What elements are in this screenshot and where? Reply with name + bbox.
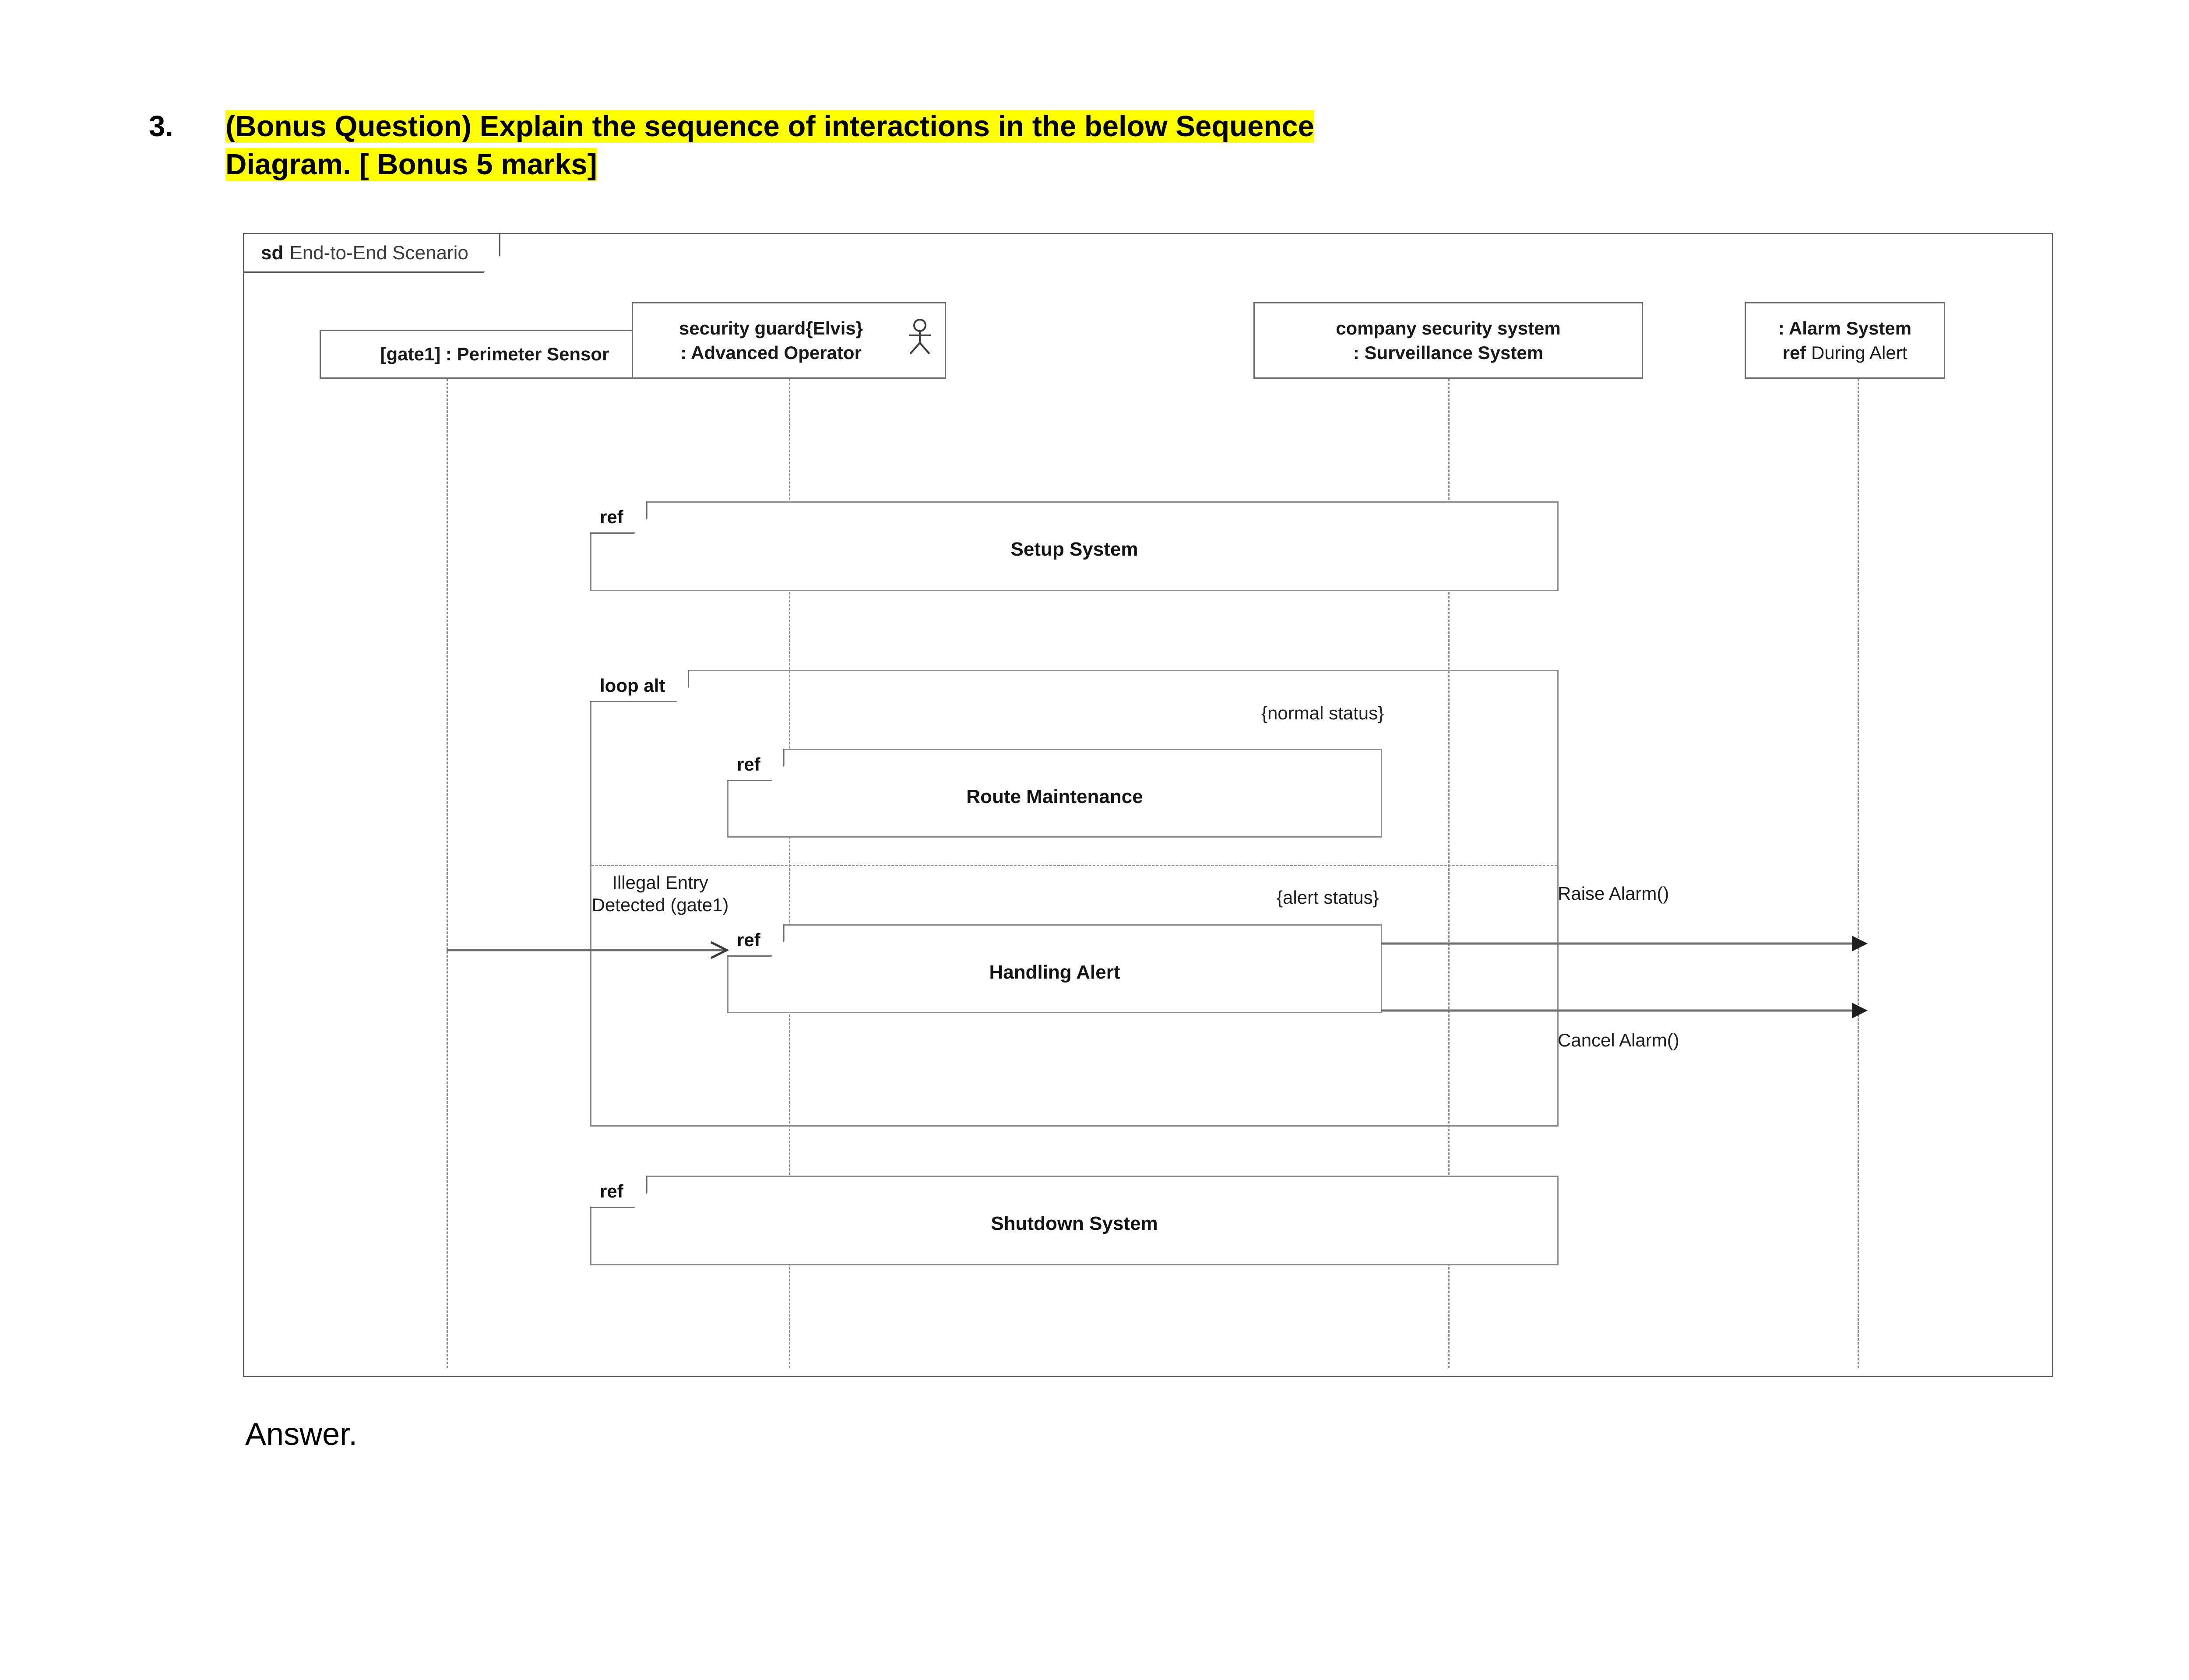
lifeline-surveillance xyxy=(1448,379,1450,1368)
question-line-2: Diagram. [ Bonus 5 marks] xyxy=(225,145,2075,183)
message-arrow-illegal-entry xyxy=(447,941,729,959)
message-label-illegal-entry-line1: Illegal Entry xyxy=(612,872,708,893)
guard-alert-status: {alert status} xyxy=(1277,887,1379,908)
question-text: (Bonus Question) Explain the sequence of… xyxy=(225,107,2075,183)
lifeline-security-guard xyxy=(789,379,790,1368)
lifeline-head-surveillance-system[interactable]: company security system : Surveillance S… xyxy=(1253,302,1643,379)
frame-keyword: sd xyxy=(261,242,284,264)
message-label-raise-alarm: Raise Alarm() xyxy=(1558,883,1669,904)
lifeline-head-perimeter-sensor[interactable]: [gate1] : Perimeter Sensor xyxy=(320,330,670,379)
lifeline-label-surveillance-line1: company security system xyxy=(1336,318,1561,339)
message-label-cancel-alarm: Cancel Alarm() xyxy=(1558,1030,1679,1050)
lifeline-perimeter-sensor xyxy=(447,379,448,1368)
fragment-loop-alt[interactable]: loop alt {normal status} ref Route Maint… xyxy=(590,670,1559,1127)
fragment-shutdown-system[interactable]: ref Shutdown System xyxy=(590,1176,1559,1265)
answer-label: Answer. xyxy=(245,1417,358,1452)
question-line-2-text: Diagram. [ Bonus 5 marks] xyxy=(225,148,597,181)
fragment-tag-shutdown-system: ref xyxy=(590,1176,648,1208)
question-number: 3. xyxy=(149,110,173,143)
question-block: 3. (Bonus Question) Explain the sequence… xyxy=(149,107,2075,183)
fragment-tag-route-maintenance: ref xyxy=(727,749,785,781)
fragment-tag-loop-alt: loop alt xyxy=(590,670,689,702)
lifeline-alarm-ref-name: During Alert xyxy=(1811,342,1907,363)
frame-name: End-to-End Scenario xyxy=(289,242,468,264)
question-line-1: (Bonus Question) Explain the sequence of… xyxy=(225,107,2075,145)
lifeline-label-alarm-system: : Alarm System ref During Alert xyxy=(1752,316,1938,365)
lifeline-label-alarm-line2: ref During Alert xyxy=(1752,341,1938,365)
fragment-setup-system[interactable]: ref Setup System xyxy=(590,501,1559,591)
message-label-illegal-entry-line2: Detected (gate1) xyxy=(591,895,729,916)
lifeline-label-alarm-line1: : Alarm System xyxy=(1778,318,1912,339)
lifeline-label-security-guard: security guard{Elvis} : Advanced Operato… xyxy=(641,316,901,365)
lifeline-alarm-ref-keyword: ref xyxy=(1782,342,1806,363)
guard-normal-status: {normal status} xyxy=(1261,703,1384,723)
lifeline-label-surveillance-line2: : Surveillance System xyxy=(1353,342,1544,363)
actor-stick-figure-icon xyxy=(906,318,933,362)
message-arrow-cancel-alarm xyxy=(1381,1003,1868,1018)
question-line-1-text: (Bonus Question) Explain the sequence of… xyxy=(225,110,1314,143)
lifeline-label-security-guard-line2: : Advanced Operator xyxy=(680,342,862,363)
fragment-tag-handling-alert: ref xyxy=(727,924,785,957)
lifeline-label-security-guard-line1: security guard{Elvis} xyxy=(679,318,863,339)
lifeline-label-surveillance-system: company security system : Surveillance S… xyxy=(1261,316,1636,365)
fragment-title-shutdown-system: Shutdown System xyxy=(991,1213,1158,1234)
lifeline-head-alarm-system[interactable]: : Alarm System ref During Alert xyxy=(1745,302,1945,379)
fragment-title-handling-alert: Handling Alert xyxy=(989,962,1120,983)
fragment-title-route-maintenance: Route Maintenance xyxy=(966,786,1143,807)
fragment-route-maintenance[interactable]: ref Route Maintenance xyxy=(727,749,1382,838)
lifeline-label-perimeter-sensor: [gate1] : Perimeter Sensor xyxy=(380,344,609,365)
alt-separator xyxy=(591,865,1557,866)
fragment-title-setup-system: Setup System xyxy=(1010,539,1138,560)
fragment-tag-setup-system: ref xyxy=(590,501,648,534)
lifeline-head-security-guard[interactable]: security guard{Elvis} : Advanced Operato… xyxy=(632,302,946,379)
question-row: 3. (Bonus Question) Explain the sequence… xyxy=(149,107,2075,183)
lifeline-alarm-system xyxy=(1858,379,1859,1368)
fragment-handling-alert[interactable]: ref Handling Alert xyxy=(727,924,1382,1013)
message-label-illegal-entry: Illegal Entry Detected (gate1) xyxy=(555,871,765,916)
message-arrow-raise-alarm xyxy=(1381,936,1868,951)
